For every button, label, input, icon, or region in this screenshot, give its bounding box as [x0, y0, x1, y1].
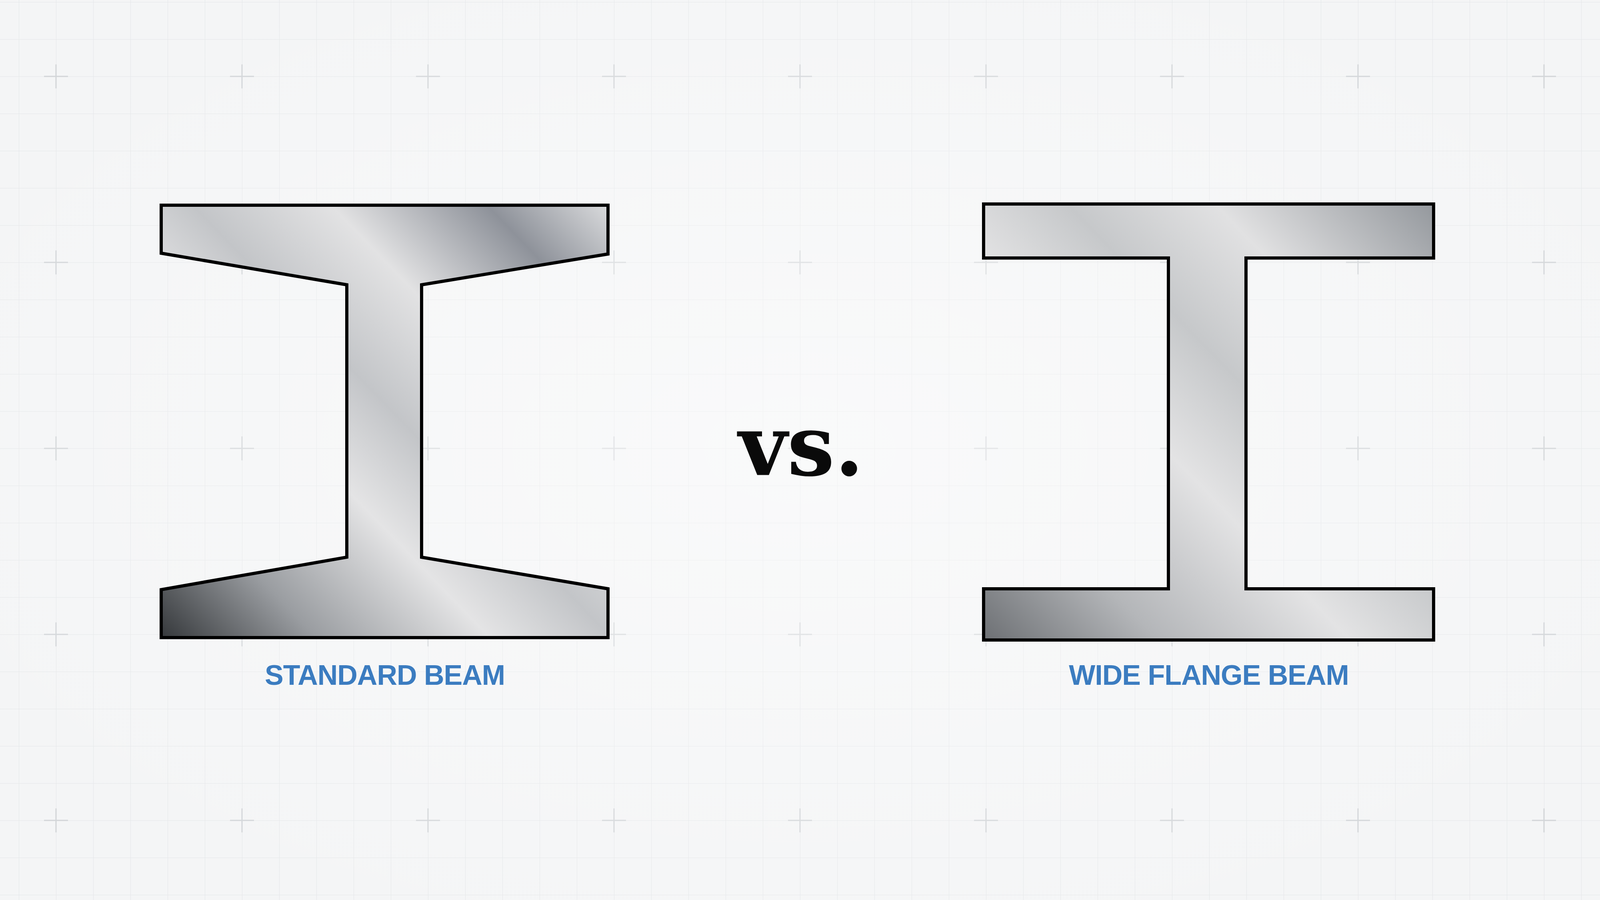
beam-label: STANDARD BEAM [264, 661, 505, 690]
standard-beam-section [161, 205, 608, 638]
beam-label: WIDE FLANGE BEAM [1068, 661, 1349, 690]
wide-flange-beam-section [983, 204, 1434, 640]
versus-text: vs. [738, 404, 864, 488]
